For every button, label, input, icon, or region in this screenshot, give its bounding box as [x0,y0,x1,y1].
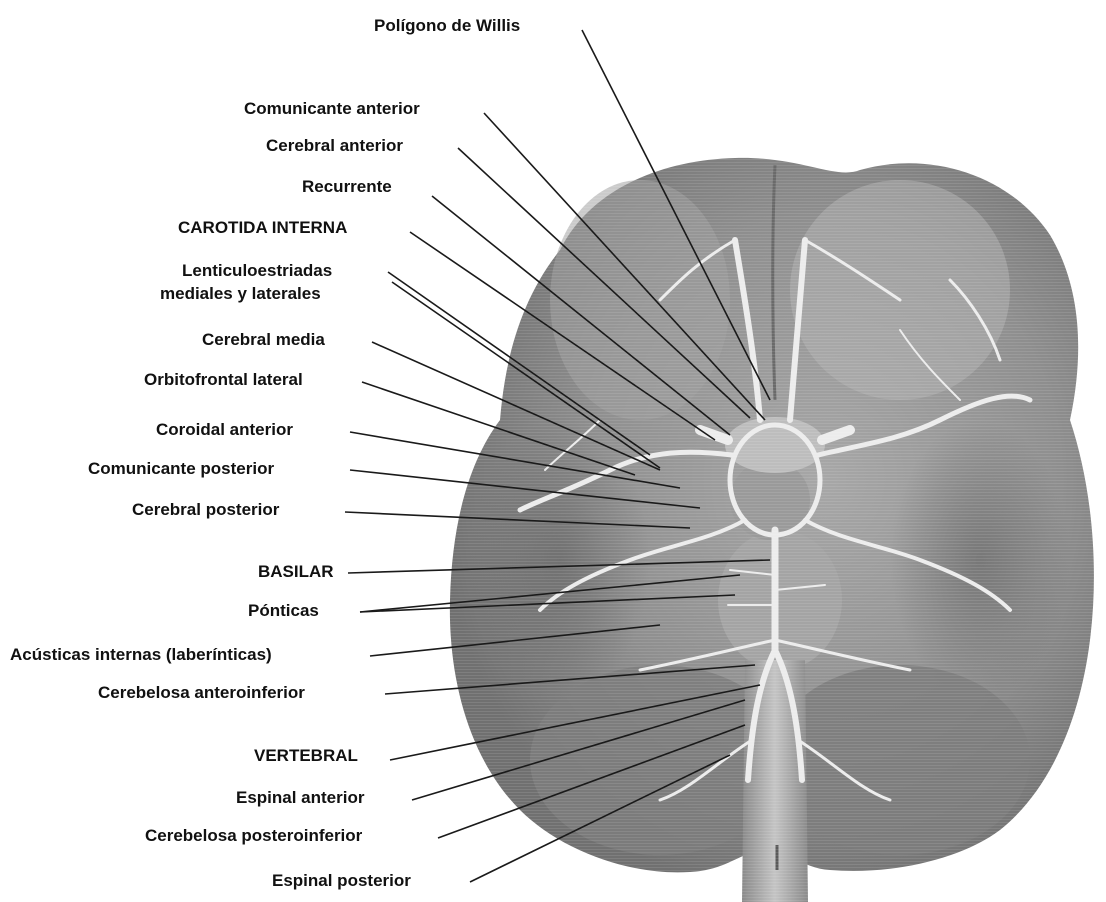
label-espinal-anterior: Espinal anterior [236,788,364,808]
label-carotida-interna: CAROTIDA INTERNA [178,218,347,238]
label-comunicante-posterior: Comunicante posterior [88,459,274,479]
label-lenticuloestriadas-line2: mediales y laterales [160,284,321,304]
label-lenticuloestriadas-line1: Lenticuloestriadas [182,261,332,281]
label-espinal-posterior: Espinal posterior [272,871,411,891]
label-cerebral-media: Cerebral media [202,330,325,350]
label-acusticas-internas: Acústicas internas (laberínticas) [10,645,272,665]
label-recurrente: Recurrente [302,177,392,197]
label-vertebral: VERTEBRAL [254,746,358,766]
label-poligono-willis: Polígono de Willis [374,16,520,36]
label-coroidal-anterior: Coroidal anterior [156,420,293,440]
label-cerebelosa-anteroinferior: Cerebelosa anteroinferior [98,683,305,703]
label-orbitofrontal-lateral: Orbitofrontal lateral [144,370,303,390]
label-cerebral-posterior: Cerebral posterior [132,500,279,520]
label-ponticas: Pónticas [248,601,319,621]
label-cerebral-anterior: Cerebral anterior [266,136,403,156]
label-cerebelosa-posteroinferior: Cerebelosa posteroinferior [145,826,362,846]
label-comunicante-anterior: Comunicante anterior [244,99,420,119]
label-basilar: BASILAR [258,562,334,582]
